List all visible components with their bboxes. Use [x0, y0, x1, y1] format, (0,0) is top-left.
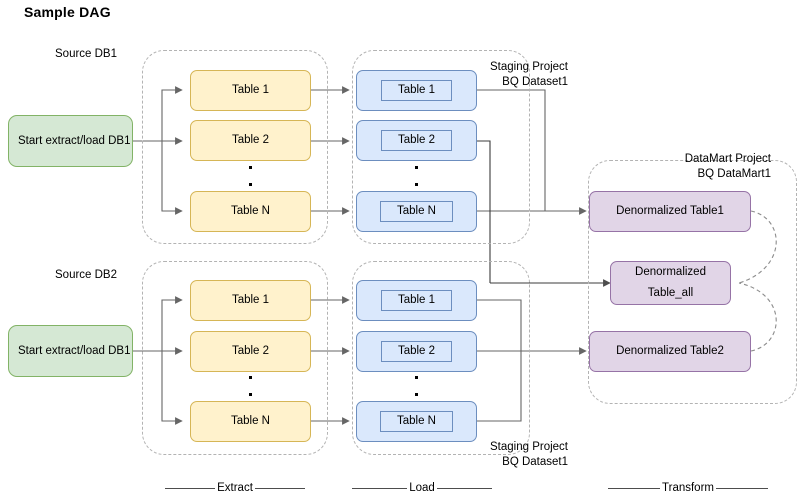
label-staging-bottom-line1: Staging Project — [490, 441, 568, 453]
label-source-db2: Source DB2 — [55, 269, 118, 281]
ellipsis-dot — [248, 183, 252, 186]
label-source-db1: Source DB1 — [55, 48, 118, 60]
phase-rule-left — [165, 487, 216, 489]
phase-label-transform: Transform — [662, 482, 714, 494]
phase-rule-right — [716, 487, 769, 489]
node-extract-bottom-table-1[interactable]: Table 1 — [190, 280, 311, 321]
load-inner-box: Table 2 — [380, 130, 453, 151]
ellipsis-dot — [248, 376, 252, 379]
label-staging-top-line1: Staging Project — [490, 61, 568, 73]
node-denormalized-table-all[interactable]: Denormalized Table_all — [610, 261, 731, 305]
node-start-extract-load-db2[interactable]: Start extract/load DB1 — [8, 325, 133, 377]
label-staging-top-line2: BQ Dataset1 — [502, 76, 568, 88]
load-inner-box: Table 1 — [380, 80, 453, 101]
node-load-bottom-table-n[interactable]: Table N — [356, 401, 477, 442]
load-inner-box: Table 2 — [380, 341, 453, 362]
node-extract-bottom-table-2[interactable]: Table 2 — [190, 331, 311, 372]
phase-label-extract: Extract — [217, 482, 253, 494]
phase-rule-left — [608, 487, 661, 489]
ellipsis-dot — [248, 166, 252, 169]
node-extract-top-table-2[interactable]: Table 2 — [190, 120, 311, 161]
group-source-db1 — [142, 50, 328, 244]
group-staging-top — [352, 50, 530, 244]
phase-transform: Transform — [608, 482, 769, 494]
ellipsis-extract-bottom — [248, 376, 252, 410]
phase-load: Load — [352, 482, 492, 494]
ellipsis-dot — [414, 166, 418, 169]
ellipsis-dot — [248, 393, 252, 396]
ellipsis-load-bottom — [414, 376, 418, 410]
load-inner-box: Table 1 — [380, 290, 453, 311]
node-load-top-table-2[interactable]: Table 2 — [356, 120, 477, 161]
ellipsis-dot — [414, 376, 418, 379]
group-source-db2 — [142, 261, 328, 455]
node-denormalized-table2[interactable]: Denormalized Table2 — [589, 331, 751, 372]
phase-rule-right — [254, 487, 306, 489]
denorm-all-line1: Denormalized — [635, 266, 706, 278]
load-inner-box: Table N — [380, 201, 453, 222]
node-load-bottom-table-1[interactable]: Table 1 — [356, 280, 477, 321]
phase-rule-left — [352, 487, 408, 489]
ellipsis-dot — [414, 183, 418, 186]
phase-label-load: Load — [409, 482, 435, 494]
phase-rule-right — [436, 487, 492, 489]
node-extract-top-table-1[interactable]: Table 1 — [190, 70, 311, 111]
node-load-bottom-table-2[interactable]: Table 2 — [356, 331, 477, 372]
load-inner-box: Table N — [380, 411, 453, 432]
node-denormalized-table1[interactable]: Denormalized Table1 — [589, 191, 751, 232]
ellipsis-load-top — [414, 166, 418, 200]
ellipsis-dot — [414, 393, 418, 396]
page-title: Sample DAG — [24, 4, 111, 20]
node-extract-bottom-table-n[interactable]: Table N — [190, 401, 311, 442]
denorm-all-line2: Table_all — [647, 287, 694, 299]
group-staging-bottom — [352, 261, 530, 455]
node-start-extract-load-db1[interactable]: Start extract/load DB1 — [8, 115, 133, 167]
node-load-top-table-1[interactable]: Table 1 — [356, 70, 477, 111]
label-datamart-line1: DataMart Project — [684, 153, 771, 165]
phase-extract: Extract — [165, 482, 306, 494]
group-datamart — [588, 160, 797, 404]
node-extract-top-table-n[interactable]: Table N — [190, 191, 311, 232]
label-staging-bottom-line2: BQ Dataset1 — [502, 456, 568, 468]
node-load-top-table-n[interactable]: Table N — [356, 191, 477, 232]
ellipsis-extract-top — [248, 166, 252, 200]
label-datamart-line2: BQ DataMart1 — [697, 168, 772, 180]
